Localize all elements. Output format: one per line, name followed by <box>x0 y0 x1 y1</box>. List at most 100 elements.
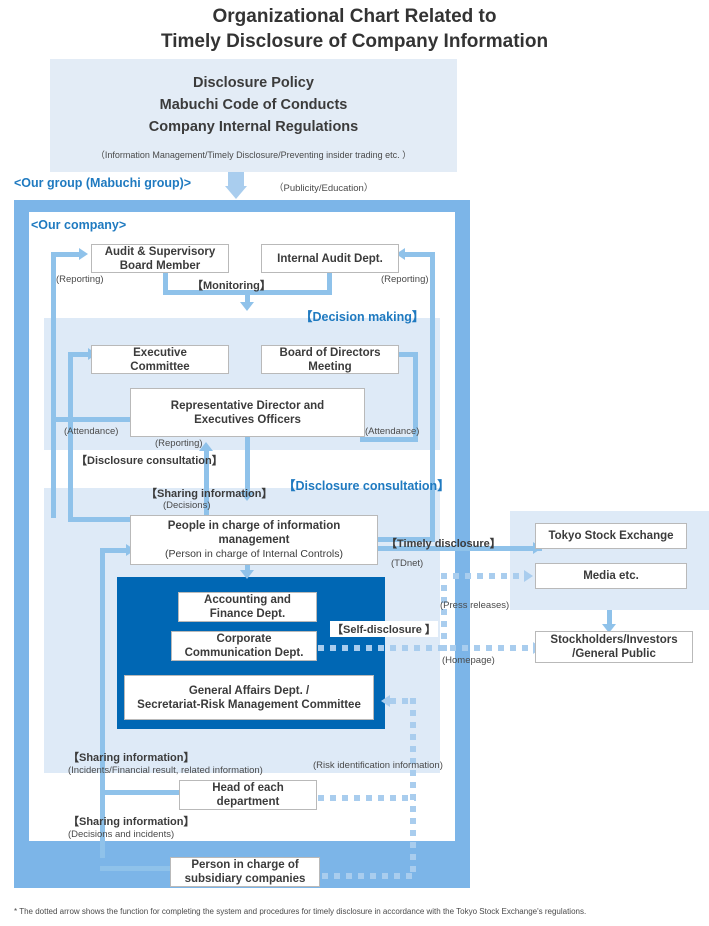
annotation-decisions-and-incidents: (Decisions and incidents) <box>68 829 175 840</box>
annotation-sharing-information-decisions: 【Sharing information】 <box>146 488 273 500</box>
press-releases-dotted-vertical <box>441 573 447 651</box>
annotation-sharing-information-subsidiary: 【Sharing information】 <box>68 816 195 828</box>
annotation-decision-making: 【Decision making】 <box>300 310 425 324</box>
node-label: Internal Audit Dept. <box>277 252 383 265</box>
right-spine-tie-representative <box>360 437 418 442</box>
node-label: Person in charge of subsidiary companies <box>184 859 306 885</box>
annotation-risk-identification: (Risk identification information) <box>313 760 443 771</box>
node-label: Accounting and Finance Dept. <box>204 594 291 620</box>
annotation-timely-disclosure: 【Timely disclosure】 <box>386 538 501 550</box>
annotation-disclosure-consultation-blue: 【Disclosure consultation】 <box>283 479 450 493</box>
policy-box: Disclosure Policy Mabuchi Code of Conduc… <box>50 59 457 172</box>
right-reporting-spine <box>430 252 435 542</box>
right-attendance-spine <box>413 352 418 442</box>
annotation-attendance-left: (Attendance) <box>64 426 119 437</box>
node-internal-audit-dept[interactable]: Internal Audit Dept. <box>261 244 399 273</box>
footnote: * The dotted arrow shows the function fo… <box>14 907 587 916</box>
subsidiary-to-spine <box>100 866 178 871</box>
head-dept-to-spine <box>100 790 180 795</box>
policy-note: （Information Management/Timely Disclosur… <box>95 150 412 160</box>
node-board-of-directors-meeting[interactable]: Board of Directors Meeting <box>261 345 399 374</box>
node-head-of-each-department[interactable]: Head of each department <box>179 780 317 810</box>
self-disclosure-dotted-line <box>318 645 540 651</box>
node-label: People in charge of information manageme… <box>167 520 341 546</box>
monitoring-down-shaft <box>245 290 250 304</box>
left-attendance-spine <box>68 352 73 522</box>
risk-identification-to-general-affairs <box>390 698 416 704</box>
subsidiary-dotted-line <box>322 873 416 879</box>
annotation-decisions: (Decisions) <box>163 500 211 511</box>
node-general-affairs-dept-secretariat-risk-management-committee[interactable]: General Affairs Dept. / Secretariat-Risk… <box>124 675 374 720</box>
dept-arrowhead <box>240 570 254 579</box>
label-our-company: <Our company> <box>31 218 127 232</box>
press-releases-dotted-horizontal <box>441 573 526 579</box>
risk-identification-dotted-trunk <box>410 698 416 876</box>
reporting-up-shaft <box>204 450 209 518</box>
timely-disclosure-line <box>377 546 542 551</box>
annotation-homepage: (Homepage) <box>442 655 495 666</box>
node-corporate-communication-dept[interactable]: Corporate Communication Dept. <box>171 631 317 661</box>
left-reporting-to-audit <box>51 252 81 257</box>
tse-to-stockholders-arrowhead <box>602 624 616 633</box>
node-person-in-charge-of-subsidiary-companies[interactable]: Person in charge of subsidiary companies <box>170 857 320 887</box>
node-label: Representative Director and Executives O… <box>170 399 325 426</box>
monitoring-arrowhead <box>240 302 254 311</box>
left-reporting-spine <box>51 252 56 518</box>
left-attendance-to-exec <box>68 352 91 357</box>
node-label: Executive Committee <box>130 346 190 373</box>
node-media-etc[interactable]: Media etc. <box>535 563 687 589</box>
left-reporting-arrowhead <box>79 248 88 260</box>
annotation-reporting-left: (Reporting) <box>56 274 104 285</box>
monitoring-right-drop <box>327 269 332 295</box>
press-releases-arrowhead <box>524 570 533 582</box>
monitoring-left-drop <box>163 269 168 295</box>
decisions-arrowhead <box>240 492 254 501</box>
policy-line-2: Mabuchi Code of Conducts <box>159 97 348 113</box>
policy-line-3: Company Internal Regulations <box>148 119 359 135</box>
decisions-down-shaft <box>245 434 250 494</box>
page-title-line1: Organizational Chart Related to <box>212 6 497 27</box>
lower-left-spine <box>100 548 105 858</box>
annotation-disclosure-consultation-black: 【Disclosure consultation】 <box>76 455 223 467</box>
node-audit-supervisory-board-member[interactable]: Audit & Supervisory Board Member <box>91 244 229 273</box>
node-label: Tokyo Stock Exchange <box>548 530 674 542</box>
node-label: Media etc. <box>583 570 639 582</box>
annotation-sharing-information-incidents: 【Sharing information】 <box>68 752 195 764</box>
page-title-line2: Timely Disclosure of Company Information <box>160 31 549 52</box>
publicity-arrow-head <box>225 186 247 199</box>
annotation-attendance-right: (Attendance) <box>365 426 420 437</box>
left-spine-to-representative <box>51 417 131 422</box>
node-label: Head of each department <box>212 782 284 808</box>
node-label: Corporate Communication Dept. <box>184 633 304 659</box>
right-reporting-arrowhead <box>396 248 405 260</box>
node-sublabel: (Person in charge of Internal Controls) <box>164 548 343 560</box>
node-tokyo-stock-exchange[interactable]: Tokyo Stock Exchange <box>535 523 687 549</box>
tse-to-stockholders-shaft <box>607 610 612 628</box>
node-label: General Affairs Dept. / Secretariat-Risk… <box>137 684 361 711</box>
right-reporting-to-internal-audit <box>405 252 435 257</box>
lower-left-to-info-mgmt <box>100 548 128 553</box>
annotation-tdnet: (TDnet) <box>391 558 424 569</box>
node-accounting-and-finance-dept[interactable]: Accounting and Finance Dept. <box>178 592 317 622</box>
right-attendance-to-board <box>393 352 418 357</box>
head-dept-dotted-line <box>318 795 416 801</box>
node-stockholders-investors-general-public[interactable]: Stockholders/Investors /General Public <box>535 631 693 663</box>
publicity-arrow-shaft <box>228 172 244 188</box>
node-representative-director-and-executives-officers[interactable]: Representative Director and Executives O… <box>130 388 365 437</box>
node-label: Stockholders/Investors /General Public <box>550 634 678 660</box>
left-spine-to-info-mgmt <box>68 517 138 522</box>
label-our-group: <Our group (Mabuchi group)> <box>14 176 192 190</box>
node-executive-committee[interactable]: Executive Committee <box>91 345 229 374</box>
right-spine-to-info-mgmt <box>370 537 435 542</box>
annotation-reporting-center: (Reporting) <box>155 438 203 449</box>
node-people-in-charge-of-information-management[interactable]: People in charge of information manageme… <box>130 515 378 565</box>
risk-identification-arrowhead <box>381 695 390 707</box>
node-label: Board of Directors Meeting <box>279 346 381 373</box>
policy-line-1: Disclosure Policy <box>193 75 314 91</box>
annotation-self-disclosure: 【Self-disclosure 】 <box>330 621 438 637</box>
annotation-press-releases: (Press releases) <box>440 600 510 611</box>
page-title: Organizational Chart Related to Timely D… <box>0 4 709 54</box>
annotation-publicity-education: （Publicity/Education） <box>274 183 374 194</box>
reporting-up-arrowhead <box>199 442 213 451</box>
